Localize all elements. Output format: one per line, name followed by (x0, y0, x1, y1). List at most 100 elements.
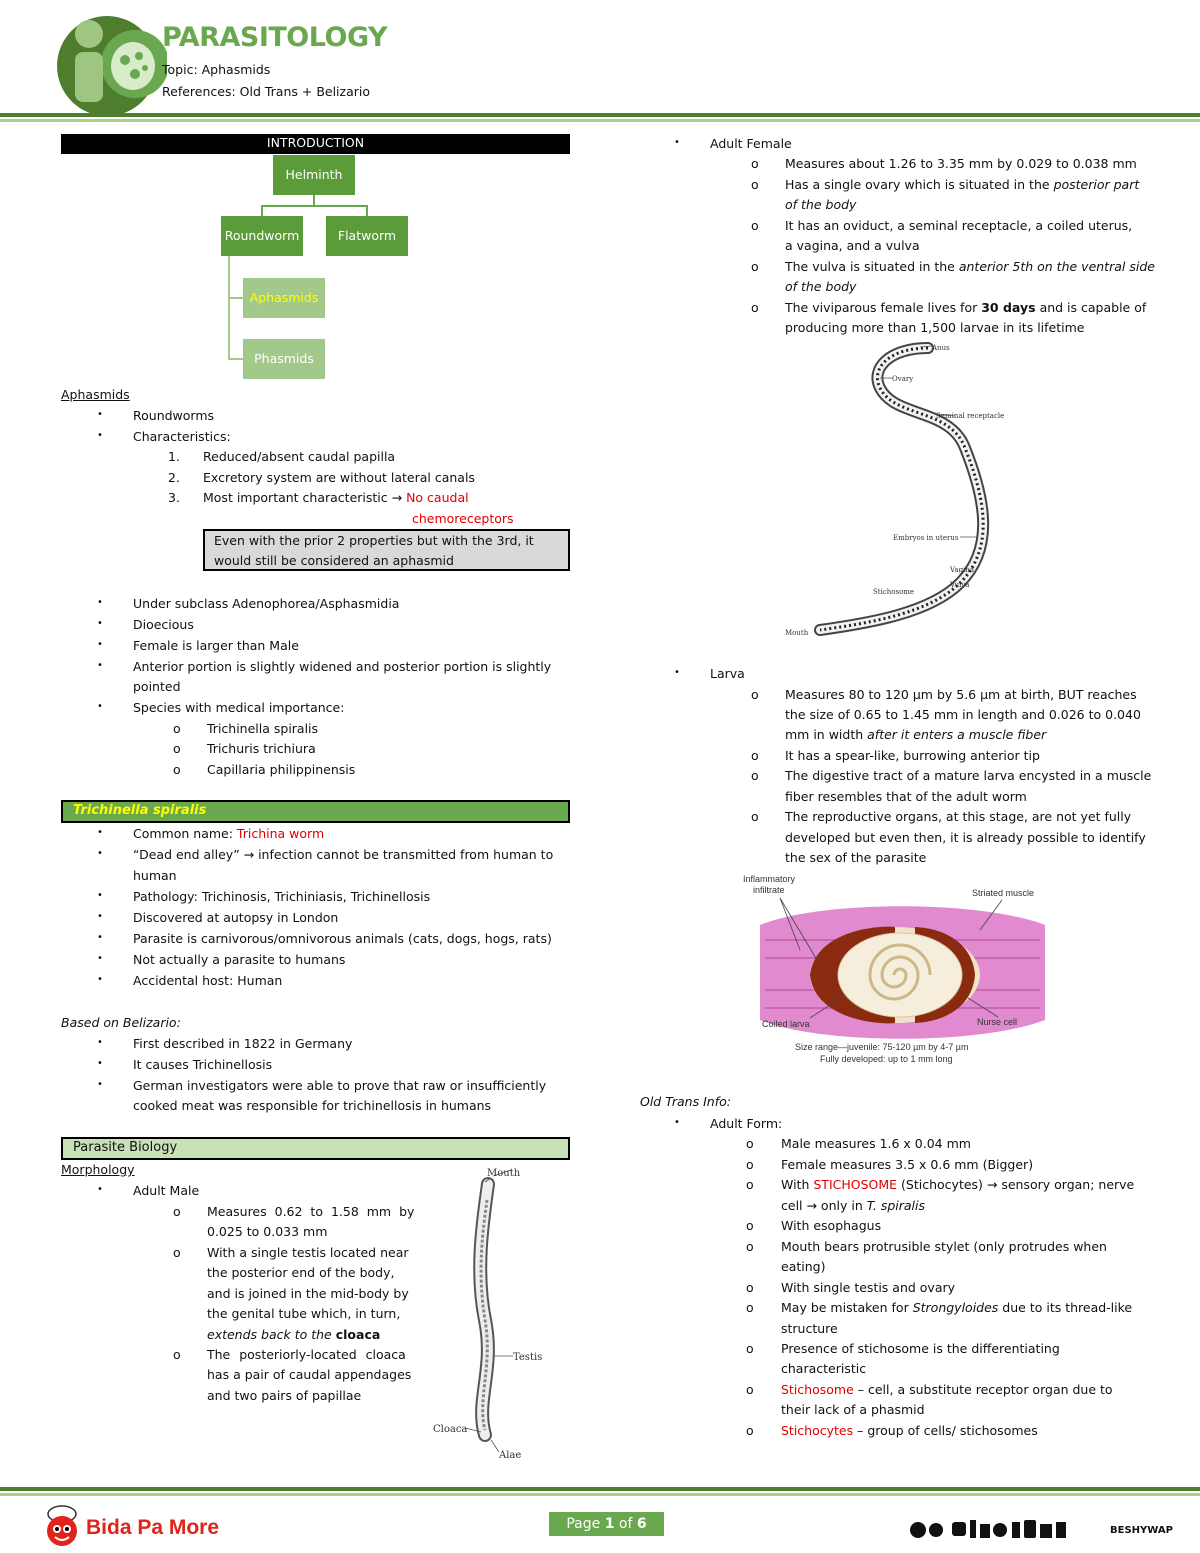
old-trans-heading: Old Trans Info: (640, 1094, 731, 1109)
ot-stichosome: With STICHOSOME (Stichocytes) → sensory … (781, 1177, 1135, 1192)
male-testis-4: the genital tube which, in turn, (207, 1306, 401, 1321)
ts-accidental-host: Accidental host: Human (133, 973, 283, 988)
male-fig-testis: Testis (513, 1352, 542, 1363)
male-fig-alae: Alae (498, 1450, 521, 1461)
intro-banner: INTRODUCTION (61, 134, 570, 154)
bullet: • (97, 974, 103, 985)
female-fig-vagina: Vagina (949, 566, 974, 574)
ts-pathology: Pathology: Trichinosis, Trichiniasis, Tr… (133, 889, 431, 904)
bullet: • (97, 430, 103, 441)
ot-stichocytes: Stichocytes – group of cells/ stichosome… (781, 1423, 1038, 1438)
female-ovary-cont: of the body (785, 197, 857, 212)
male-testis-2: the posterior end of the body, (207, 1265, 395, 1280)
ot-stichosome-def: Stichosome – cell, a substitute receptor… (781, 1382, 1113, 1397)
bullet: • (97, 1079, 103, 1090)
bullet: • (97, 701, 103, 712)
ot-stylet: Mouth bears protrusible stylet (only pro… (781, 1239, 1107, 1254)
circle-bullet: o (173, 1347, 181, 1362)
bullet: • (97, 639, 103, 650)
larva-measures-1: Measures 80 to 120 µm by 5.6 µm at birth… (785, 687, 1137, 702)
num-3: 3. (168, 490, 180, 505)
parasite-biology-banner: Parasite Biology (61, 1137, 570, 1160)
circle-bullet: o (746, 1239, 754, 1254)
circle-bullet: o (173, 1204, 181, 1219)
trichinella-banner-label: Trichinella spiralis (73, 803, 207, 818)
female-oviduct-cont: a vagina, and a vulva (785, 238, 920, 253)
chart-roundworm: Roundworm (221, 216, 303, 256)
female-viviparous-cont: producing more than 1,500 larvae in its … (785, 320, 1085, 335)
circle-bullet: o (751, 809, 759, 824)
note-line-1: Even with the prior 2 properties but wit… (214, 533, 534, 548)
ts-common-name: Common name: Trichina worm (133, 826, 325, 841)
adult-male-heading: Adult Male (133, 1183, 200, 1198)
larva-measures-2: the size of 0.65 to 1.45 mm in length an… (785, 707, 1141, 722)
bel-german: German investigators were able to prove … (133, 1078, 547, 1093)
cyst-label-striated: Striated muscle (972, 888, 1034, 898)
larva-measures-3: mm in width after it enters a muscle fib… (785, 727, 1047, 742)
encysted-larva-figure: Inflammatory infiltrate Striated muscle … (740, 870, 1060, 1070)
ts-dead-end-cont: human (133, 868, 177, 883)
aphasmids-heading: Aphasmids (61, 387, 130, 402)
circle-bullet: o (746, 1300, 754, 1315)
aph-dioecious: Dioecious (133, 617, 194, 632)
aph-roundworms: Roundworms (133, 408, 215, 423)
bel-first-described: First described in 1822 in Germany (133, 1036, 353, 1051)
bullet: • (97, 618, 103, 629)
footer-divider-light (0, 1493, 1200, 1496)
ot-differentiating-cont: characteristic (781, 1361, 867, 1376)
circle-bullet: o (173, 741, 181, 756)
female-vulva: The vulva is situated in the anterior 5t… (785, 259, 1155, 274)
bullet: • (674, 1117, 680, 1128)
male-testis-1: With a single testis located near (207, 1245, 409, 1260)
aph-subclass: Under subclass Adenophorea/Asphasmidia (133, 596, 400, 611)
header-divider (0, 113, 1200, 117)
larva-repro-1: The reproductive organs, at this stage, … (785, 809, 1132, 824)
larva-spear: It has a spear-like, burrowing anterior … (785, 748, 1040, 763)
ot-stichosome-cont: cell → only in T. spiralis (781, 1198, 926, 1213)
signature-text: BESHYWAP (1110, 1525, 1173, 1536)
signature-icons (908, 1516, 1108, 1542)
ot-strongyloides: May be mistaken for Strongyloides due to… (781, 1300, 1133, 1315)
male-fig-mouth: Mouth (487, 1168, 521, 1179)
aph-species: Species with medical importance: (133, 700, 345, 715)
circle-bullet: o (751, 300, 759, 315)
bullet: • (97, 953, 103, 964)
circle-bullet: o (746, 1423, 754, 1438)
female-fig-seminal: Seminal receptacle (936, 412, 1004, 420)
bel-german-cont: cooked meat was responsible for trichine… (133, 1098, 492, 1113)
chart-phasmids: Phasmids (243, 339, 325, 379)
ts-not-parasite: Not actually a parasite to humans (133, 952, 346, 967)
species-2: Trichuris trichiura (207, 741, 316, 756)
page-title: PARASITOLOGY (162, 22, 388, 53)
note-line-2: would still be considered an aphasmid (214, 553, 454, 568)
cyst-size-1: Size range—juvenile: 75-120 µm by 4-7 µm (795, 1042, 968, 1052)
adult-form-heading: Adult Form: (710, 1116, 783, 1131)
male-measures-cont: 0.025 to 0.033 mm (207, 1224, 328, 1239)
male-cloaca-1: The posteriorly-located cloaca (207, 1347, 406, 1362)
ot-male: Male measures 1.6 x 0.04 mm (781, 1136, 971, 1151)
cyst-size-2: Fully developed: up to 1 mm long (820, 1054, 953, 1064)
bullet: • (97, 827, 103, 838)
header-divider-light (0, 119, 1200, 122)
bullet: • (97, 597, 103, 608)
circle-bullet: o (746, 1136, 754, 1151)
species-1: Trichinella spiralis (207, 721, 319, 736)
page-indicator: Page 1 of 6 (549, 1512, 664, 1536)
ot-stichosome-def-cont: their lack of a phasmid (781, 1402, 925, 1417)
chart-aphasmids: Aphasmids (243, 278, 325, 318)
bullet: • (97, 1058, 103, 1069)
female-fig-ovary: Ovary (892, 375, 913, 383)
circle-bullet: o (751, 218, 759, 233)
female-viviparous: The viviparous female lives for 30 days … (785, 300, 1147, 315)
bel-causes: It causes Trichinellosis (133, 1057, 273, 1072)
morphology-heading: Morphology (61, 1162, 135, 1177)
ot-esophagus: With esophagus (781, 1218, 882, 1233)
female-fig-stichosome: Stichosome (873, 588, 914, 596)
larva-digestive: The digestive tract of a mature larva en… (785, 768, 1152, 783)
species-3: Capillaria philippinensis (207, 762, 356, 777)
circle-bullet: o (173, 721, 181, 736)
header-logo (55, 8, 169, 116)
topic-line: Topic: Aphasmids (162, 62, 271, 77)
references-line: References: Old Trans + Belizario (162, 84, 371, 99)
aph-char-1: Reduced/absent caudal papilla (203, 449, 396, 464)
